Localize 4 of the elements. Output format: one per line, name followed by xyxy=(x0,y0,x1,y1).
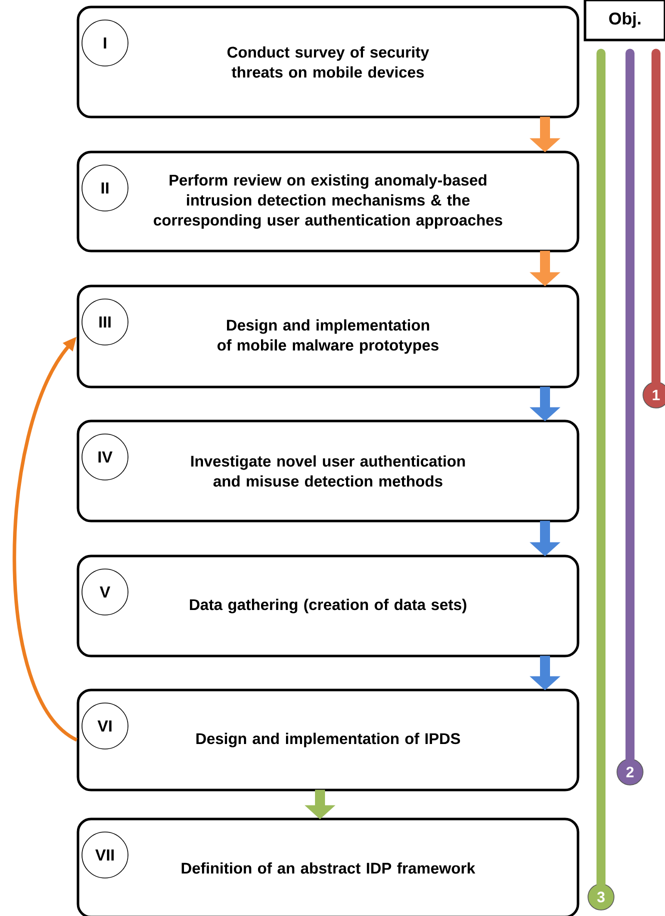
objectives-header-box: Obj. xyxy=(584,0,665,42)
objective-bar xyxy=(652,48,660,386)
objective-bar xyxy=(626,48,634,764)
objective-bar xyxy=(596,48,606,888)
